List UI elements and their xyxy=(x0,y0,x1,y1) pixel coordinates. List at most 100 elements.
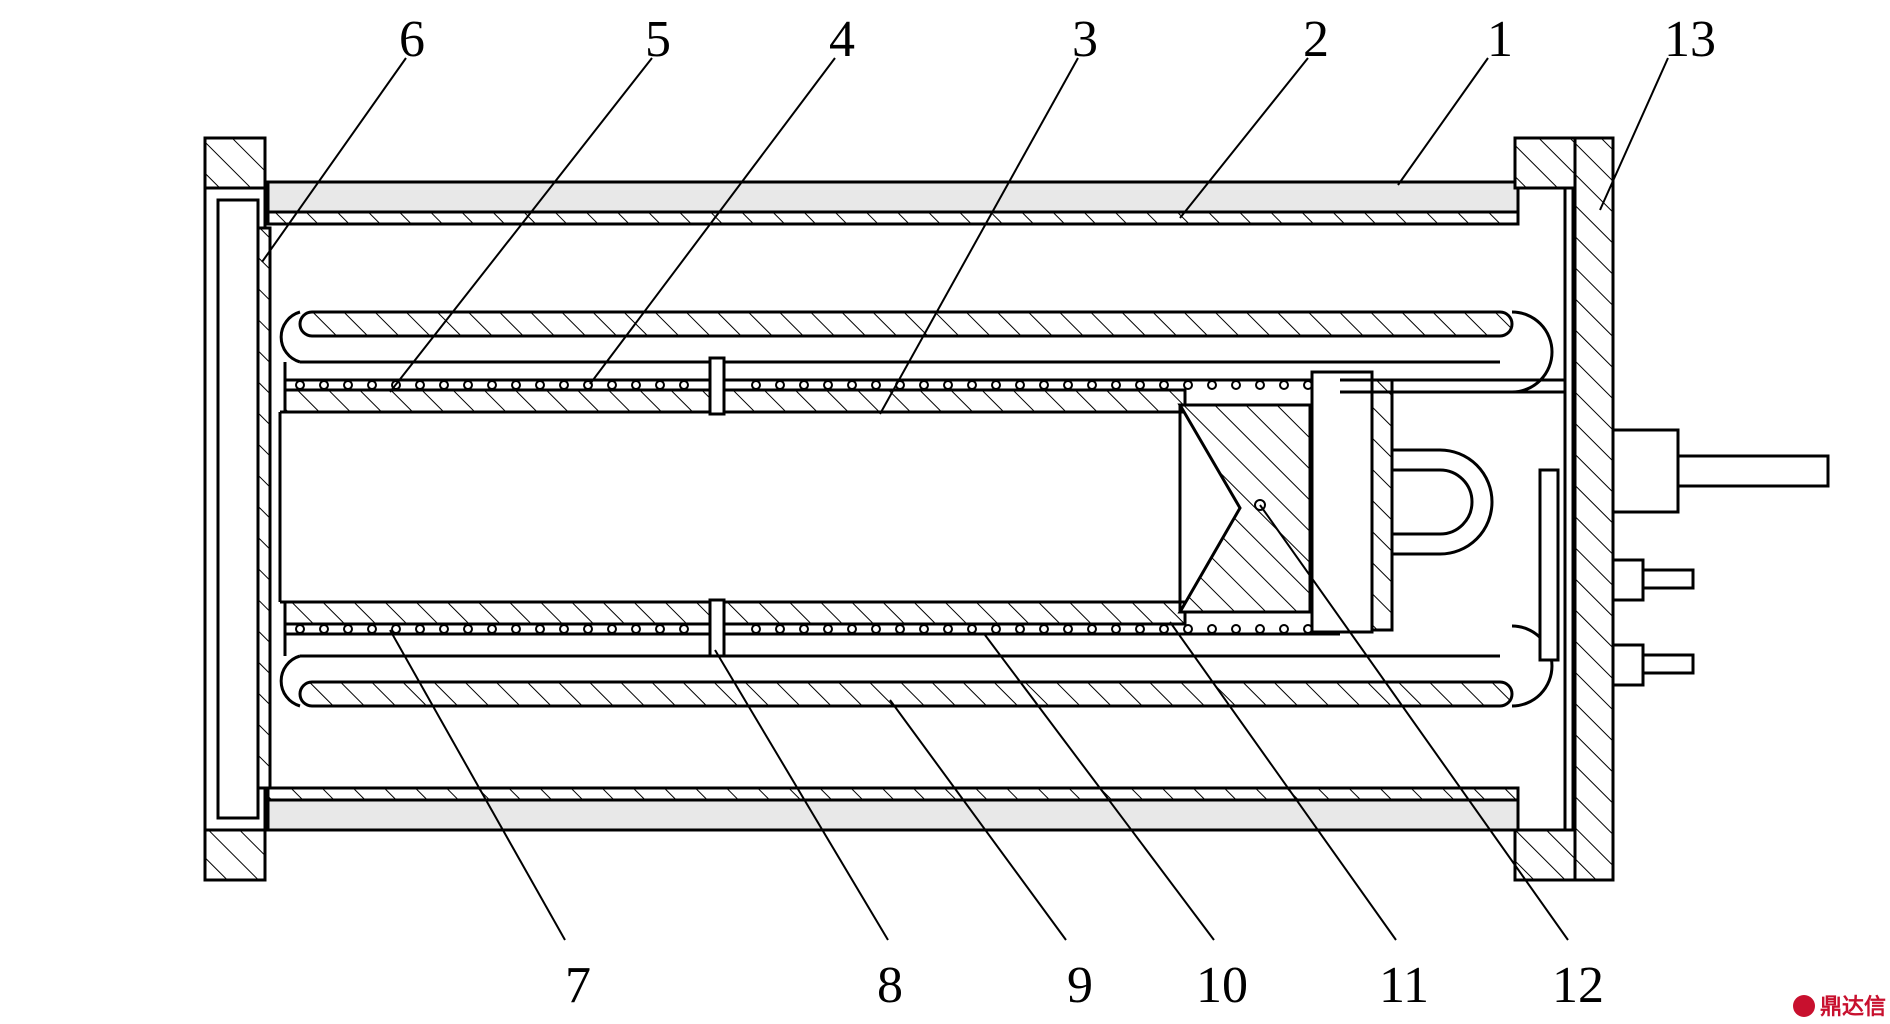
wire-dot xyxy=(679,624,689,634)
wire-dot xyxy=(1063,380,1073,390)
wire-dot xyxy=(487,380,497,390)
wire-dot xyxy=(775,380,785,390)
wire-dot xyxy=(559,624,569,634)
wire-dot xyxy=(823,624,833,634)
label-3: 3 xyxy=(1072,11,1098,68)
wire-dot xyxy=(343,380,353,390)
wire-dot xyxy=(367,380,377,390)
wire-dot xyxy=(1039,624,1049,634)
wire-dot xyxy=(847,624,857,634)
watermark-logo-icon xyxy=(1793,995,1815,1017)
wire-dot xyxy=(967,380,977,390)
label-10: 10 xyxy=(1196,957,1248,1014)
wire-dot xyxy=(439,624,449,634)
wire-dot xyxy=(1279,380,1289,390)
wire-dot xyxy=(607,624,617,634)
wire-dot xyxy=(799,624,809,634)
wire-dot xyxy=(559,380,569,390)
wire-dot xyxy=(463,624,473,634)
wire-dot xyxy=(319,624,329,634)
leader-lines xyxy=(261,57,1669,941)
wire-dot xyxy=(991,380,1001,390)
label-12: 12 xyxy=(1552,957,1604,1014)
heating-wire-bottom xyxy=(295,624,1337,634)
wire-dot xyxy=(415,624,425,634)
right-end-plate xyxy=(1513,136,1615,882)
wire-dot xyxy=(1111,624,1121,634)
wire-dot xyxy=(583,624,593,634)
wire-dot xyxy=(631,380,641,390)
lamp-assembly xyxy=(1310,370,1565,662)
wire-dot xyxy=(1159,624,1169,634)
wire-dot xyxy=(463,380,473,390)
wire-dot xyxy=(1231,624,1241,634)
wire-dot xyxy=(1255,380,1265,390)
wire-dot xyxy=(391,624,401,634)
wire-dot xyxy=(1159,380,1169,390)
wire-dot xyxy=(1279,624,1289,634)
wire-dot xyxy=(919,624,929,634)
center-divider xyxy=(708,356,726,658)
label-9: 9 xyxy=(1067,957,1093,1014)
wire-dot xyxy=(823,380,833,390)
wire-dot xyxy=(1135,624,1145,634)
wire-dot xyxy=(1135,380,1145,390)
wire-dot xyxy=(511,380,521,390)
label-6: 6 xyxy=(399,11,425,68)
wire-dot xyxy=(751,380,761,390)
wire-dot xyxy=(631,624,641,634)
wire-dot xyxy=(871,624,881,634)
label-1: 1 xyxy=(1487,11,1513,68)
wire-dot xyxy=(487,624,497,634)
wire-dot xyxy=(1087,624,1097,634)
wire-dot xyxy=(1111,380,1121,390)
wire-dot xyxy=(943,624,953,634)
wire-dot xyxy=(943,380,953,390)
wire-dot xyxy=(1231,380,1241,390)
wire-dot xyxy=(991,624,1001,634)
wire-dot xyxy=(343,624,353,634)
wire-dot xyxy=(1015,624,1025,634)
wire-dot xyxy=(871,380,881,390)
left-flange xyxy=(203,136,272,882)
wire-dot xyxy=(295,624,305,634)
wire-dot xyxy=(1183,380,1193,390)
wire-dot xyxy=(1063,624,1073,634)
outer-shell xyxy=(266,180,1520,832)
wire-dot xyxy=(847,380,857,390)
inner-tube xyxy=(279,310,1554,708)
cone-block xyxy=(1177,403,1312,614)
watermark-text: 鼎达信 xyxy=(1820,994,1886,1020)
wire-dot xyxy=(367,624,377,634)
wire-dot xyxy=(967,624,977,634)
label-2: 2 xyxy=(1303,11,1329,68)
wire-dot xyxy=(1183,624,1193,634)
wire-dot xyxy=(655,380,665,390)
wire-dot xyxy=(655,624,665,634)
wire-dot xyxy=(1207,380,1217,390)
wire-dot xyxy=(679,380,689,390)
wire-dot xyxy=(439,380,449,390)
label-5: 5 xyxy=(645,11,671,68)
wire-dot xyxy=(1015,380,1025,390)
watermark: 鼎达信 xyxy=(1793,994,1886,1020)
wire-dot xyxy=(1039,380,1049,390)
wire-dot xyxy=(799,380,809,390)
wire-dot xyxy=(511,624,521,634)
wire-dot xyxy=(751,624,761,634)
wire-dot xyxy=(919,380,929,390)
wire-dot xyxy=(607,380,617,390)
wire-dot xyxy=(415,380,425,390)
label-13: 13 xyxy=(1664,11,1716,68)
label-7: 7 xyxy=(565,957,591,1014)
wire-dot xyxy=(1087,380,1097,390)
wire-dot xyxy=(1255,624,1265,634)
wire-dot xyxy=(319,380,329,390)
label-4: 4 xyxy=(829,11,855,68)
wire-dot xyxy=(775,624,785,634)
heater-sleeve xyxy=(278,362,1340,656)
connectors xyxy=(1611,428,1830,687)
label-8: 8 xyxy=(877,957,903,1014)
wire-dot xyxy=(895,624,905,634)
